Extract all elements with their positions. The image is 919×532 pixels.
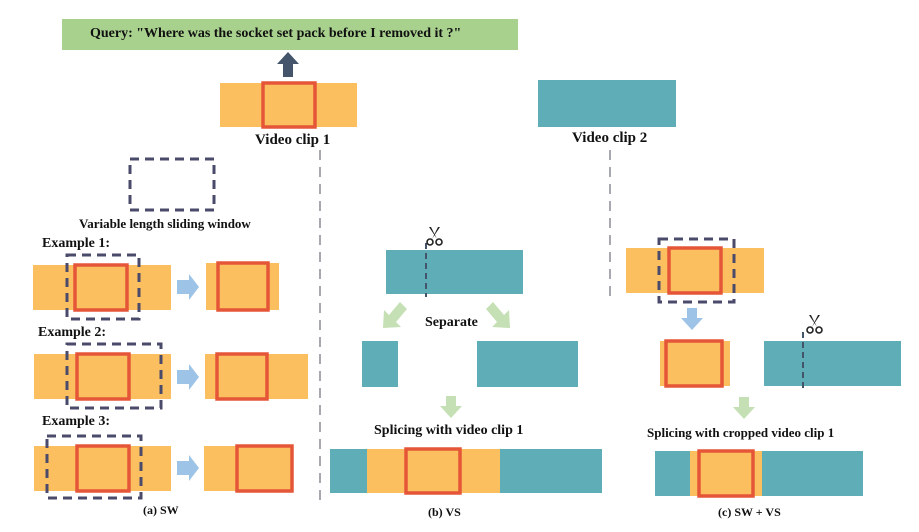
sliding-window-legend [128, 157, 216, 212]
splice-b-label: Splicing with video clip 1 [374, 423, 524, 438]
video-clip-1 [220, 83, 357, 127]
scissors-icon [806, 314, 823, 334]
separate-label: Separate [425, 315, 478, 330]
clip-2-label: Video clip 2 [572, 130, 648, 146]
splice-c-label: Splicing with cropped video clip 1 [647, 425, 835, 440]
caption-c: (c) SW + VS [718, 505, 781, 519]
example-2 [34, 342, 308, 410]
video-clip-1-target [261, 81, 317, 129]
video-clip-2 [538, 80, 676, 127]
example-1 [33, 253, 279, 321]
vs-panel [330, 226, 602, 495]
window-label: Variable length sliding window [79, 216, 251, 231]
scissors-icon [426, 226, 443, 246]
clip-1-label: Video clip 1 [255, 132, 331, 148]
example-3 [34, 434, 294, 500]
query-text: Query: "Where was the socket set pack be… [90, 26, 462, 41]
caption-a: (a) SW [143, 503, 179, 517]
sw-vs-panel [626, 237, 901, 498]
example-3-label: Example 3: [42, 414, 111, 429]
example-2-label: Example 2: [38, 325, 107, 340]
up-arrow [277, 52, 299, 77]
caption-b: (b) VS [428, 505, 461, 519]
query-box [62, 19, 518, 50]
example-1-label: Example 1: [42, 236, 111, 251]
